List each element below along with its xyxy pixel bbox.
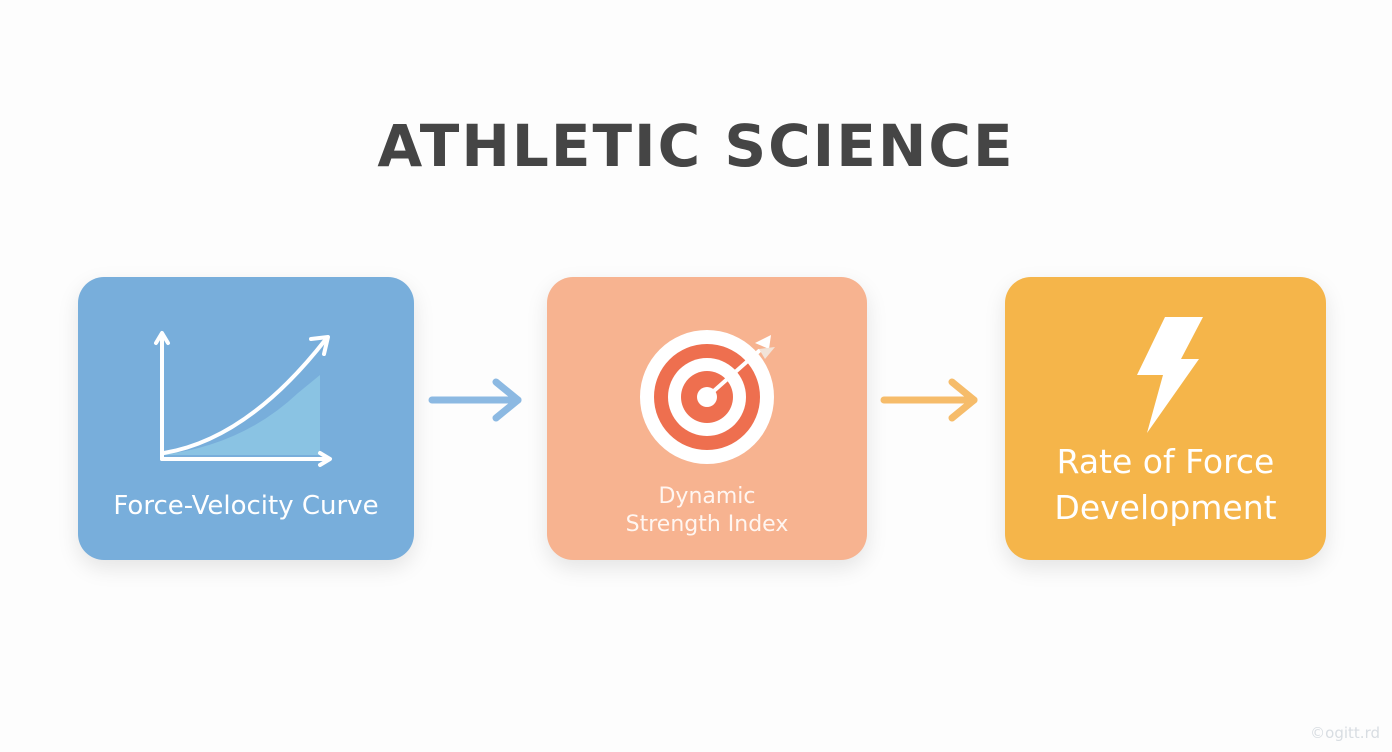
arrow-right-icon — [428, 378, 522, 422]
diagram-title: ATHLETIC SCIENCE — [377, 112, 1015, 180]
label-line: Dynamic — [658, 484, 756, 509]
dynamic-strength-index-card: Dynamic Strength Index — [547, 277, 867, 560]
label-line: Rate of Force — [1056, 442, 1275, 481]
arrow-right-icon — [880, 378, 978, 422]
label-line: Strength Index — [625, 512, 789, 537]
force-velocity-curve-card: Force-Velocity Curve — [78, 277, 414, 560]
force-velocity-curve-label: Force-Velocity Curve — [113, 491, 379, 521]
label-line: Development — [1054, 488, 1277, 527]
dynamic-strength-index-label: Dynamic Strength Index — [547, 483, 867, 539]
lightning-bolt-icon — [1137, 317, 1203, 433]
rate-of-force-development-label: Rate of Force Development — [1005, 439, 1326, 531]
force-velocity-graph-icon — [154, 331, 332, 467]
target-icon — [640, 330, 775, 464]
rate-of-force-development-card: Rate of Force Development — [1005, 277, 1326, 560]
watermark: ©ogitt.rd — [1310, 724, 1380, 742]
